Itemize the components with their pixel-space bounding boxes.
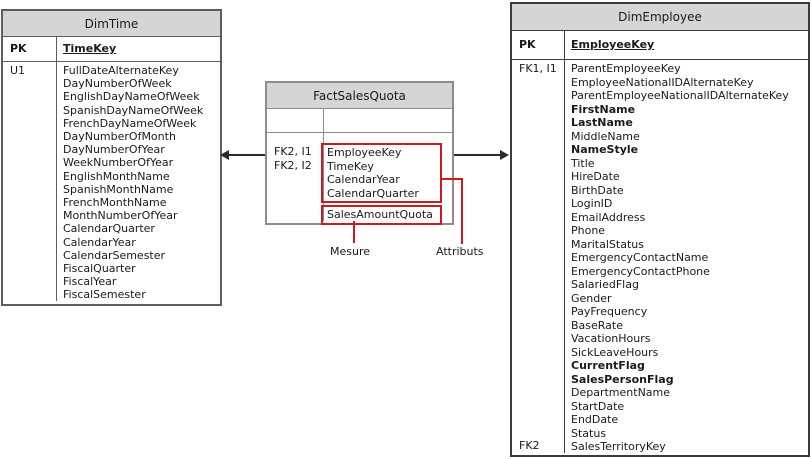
table-dimemployee-pk-row: PK EmployeeKey xyxy=(512,31,808,60)
field-row: FrenchMonthName xyxy=(63,196,167,210)
field-row: LastName xyxy=(571,116,633,129)
field-row: EmployeeNationalIDAlternateKey xyxy=(571,75,754,89)
dimtime-pk-field: TimeKey xyxy=(63,42,117,55)
field-row: SalesTerritoryKey xyxy=(571,440,666,453)
field-row: MonthNumberOfYear xyxy=(63,209,178,223)
field-row: Phone xyxy=(571,224,606,237)
field-row: CalendarQuarter xyxy=(327,186,419,200)
arrowhead-right-icon xyxy=(500,150,509,160)
field-row: CalendarQuarter xyxy=(63,222,155,236)
field-row: PayFrequency xyxy=(571,305,648,318)
field-row: StartDate xyxy=(571,399,625,413)
field-row: SalesAmountQuota xyxy=(327,208,433,221)
field-row: LoginID xyxy=(571,197,613,210)
field-row: SickLeaveHours xyxy=(571,345,659,359)
field-row: CalendarYear xyxy=(63,235,136,249)
attributes-annotation-label: Attributs xyxy=(436,245,484,258)
field-row: HireDate xyxy=(571,170,620,183)
factsalesquota-empty-field-cell xyxy=(324,109,452,132)
table-dimemployee: DimEmployee PK EmployeeKey FK1, I1 FK2 P… xyxy=(510,2,810,457)
field-row: EnglishDayNameOfWeek xyxy=(63,90,200,104)
field-row: BirthDate xyxy=(571,183,624,197)
field-row: CurrentFlag xyxy=(571,359,645,372)
field-row: SpanishDayNameOfWeek xyxy=(63,103,204,117)
table-dimtime-pk-row: PK TimeKey xyxy=(3,37,220,62)
field-row: CalendarYear xyxy=(327,173,400,186)
field-row: SpanishMonthName xyxy=(63,182,174,196)
factsalesquota-fk-labels: FK2, I1 FK2, I2 xyxy=(267,133,324,221)
field-row: FrenchDayNameOfWeek xyxy=(63,116,197,130)
field-row: DayNumberOfYear xyxy=(63,143,165,157)
field-row: CalendarSemester xyxy=(63,248,166,262)
field-row: EndDate xyxy=(571,413,619,426)
field-row: BaseRate xyxy=(571,318,624,332)
field-row: DayNumberOfWeek xyxy=(63,77,172,91)
field-row: MaritalStatus xyxy=(571,237,644,251)
field-row: EmergencyContactPhone xyxy=(571,264,710,278)
field-row: NameStyle xyxy=(571,143,639,156)
field-row: FiscalSemester xyxy=(63,288,146,302)
field-row: ParentEmployeeKey xyxy=(571,62,681,75)
field-row: EmployeeKey xyxy=(327,146,402,159)
field-row: EnglishMonthName xyxy=(63,169,170,183)
field-row: Title xyxy=(571,156,595,170)
arrowhead-left-icon xyxy=(220,150,229,160)
dimtime-pk-label: PK xyxy=(3,37,57,61)
measure-annotation-label: Mesure xyxy=(330,245,371,258)
table-factsalesquota-title: FactSalesQuota xyxy=(267,83,452,109)
field-row: Status xyxy=(571,426,607,440)
table-dimtime: DimTime PK TimeKey U1 FullDateAlternateK… xyxy=(1,9,222,306)
field-row: FiscalQuarter xyxy=(63,262,136,276)
dimemployee-pk-field: EmployeeKey xyxy=(571,38,655,51)
field-row: DepartmentName xyxy=(571,386,671,399)
dimemployee-pk-label: PK xyxy=(512,31,565,59)
fk-label: FK2, I2 xyxy=(274,158,312,172)
field-row: FiscalYear xyxy=(63,275,117,289)
field-row: SalariedFlag xyxy=(571,278,639,291)
fk-label: FK2, I1 xyxy=(274,145,312,158)
field-row: Gender xyxy=(571,291,612,305)
measure-callout-line xyxy=(353,221,355,243)
field-row: EmailAddress xyxy=(571,210,646,224)
field-row: VacationHours xyxy=(571,332,651,345)
field-row: WeekNumberOfYear xyxy=(63,156,174,170)
relationship-line-dimtime xyxy=(228,154,265,156)
table-dimtime-title: DimTime xyxy=(3,11,220,37)
table-factsalesquota: FactSalesQuota FK2, I1 FK2, I2 EmployeeK… xyxy=(265,81,454,225)
field-row: FirstName xyxy=(571,102,636,116)
attributes-callout-line-vertical xyxy=(461,178,463,244)
factsalesquota-empty-key-cell xyxy=(267,109,324,132)
field-row: EmergencyContactName xyxy=(571,251,709,264)
fk-label: FK1, I1 xyxy=(519,62,557,75)
dimtime-unique-key-label: U1 xyxy=(3,62,57,301)
fk-label: FK2 xyxy=(519,438,540,452)
dimemployee-fk-labels: FK1, I1 FK2 xyxy=(512,60,565,453)
factsalesquota-empty-pk-row xyxy=(267,109,452,133)
table-dimemployee-title: DimEmployee xyxy=(512,4,808,31)
field-row: DayNumberOfMonth xyxy=(63,130,176,144)
field-row: FullDateAlternateKey xyxy=(63,64,179,77)
field-row: ParentEmployeeNationalIDAlternateKey xyxy=(571,89,789,102)
measure-highlight-box: SalesAmountQuota xyxy=(321,205,442,225)
field-row: SalesPersonFlag xyxy=(571,372,674,386)
field-row: MiddleName xyxy=(571,129,640,143)
field-row: TimeKey xyxy=(327,159,374,173)
relationship-line-dimemployee xyxy=(454,154,500,156)
attributes-callout-line-horizontal xyxy=(440,178,463,180)
